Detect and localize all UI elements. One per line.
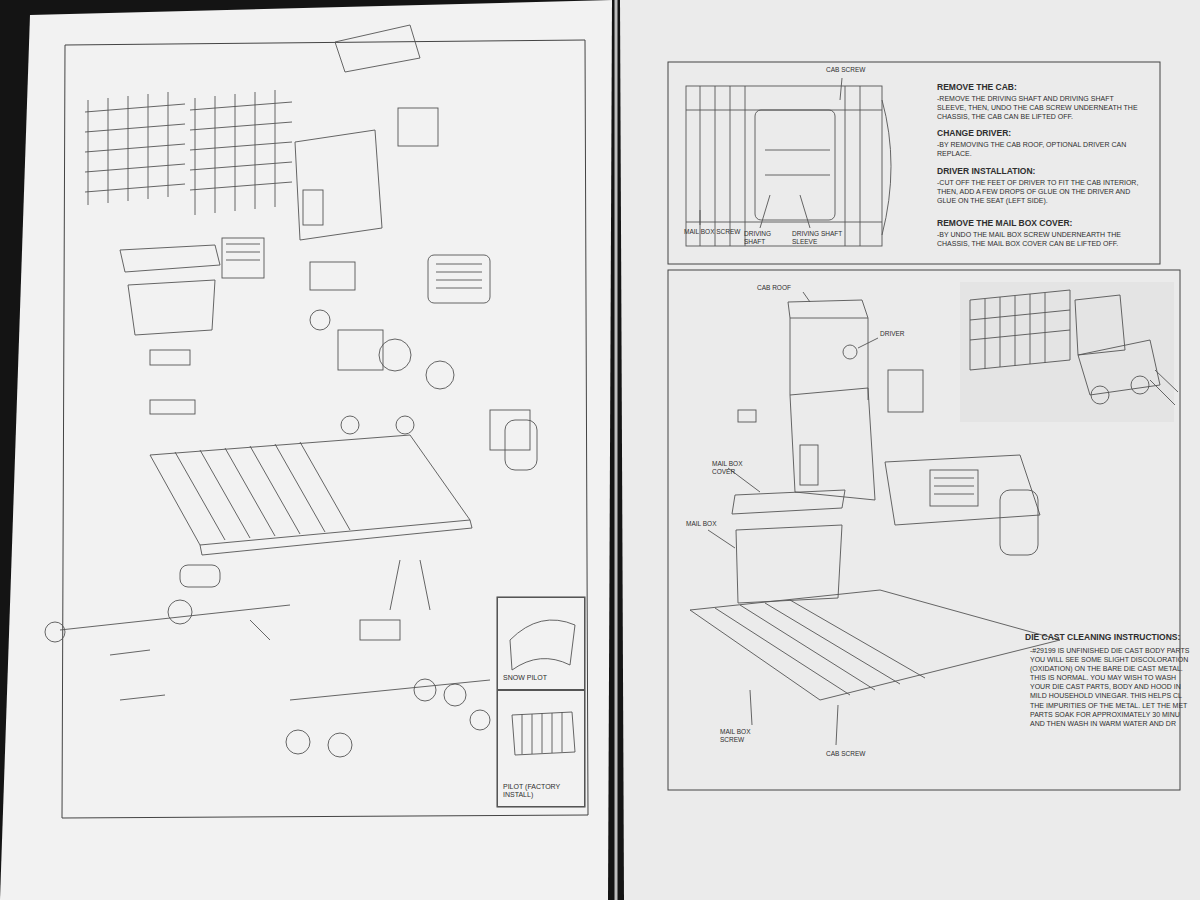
section-heading: DRIVER INSTALLATION: [937, 166, 1152, 177]
cab-door [303, 190, 323, 225]
chassis-planks [715, 600, 925, 695]
truck-stake-body [970, 290, 1070, 370]
motor [379, 339, 411, 371]
section-heading: REMOVE THE CAB: [937, 82, 1152, 93]
driver-figure [843, 345, 857, 359]
part-label: CAB SCREW [826, 66, 886, 74]
engine-cover [310, 262, 355, 290]
bracket [390, 560, 430, 610]
chassis-top [686, 86, 882, 246]
photo-panel [960, 282, 1174, 422]
wheel [470, 710, 490, 730]
motor-frame [338, 330, 383, 370]
weight [341, 416, 359, 434]
part-label: DRIVING SHAFT SLEEVE [792, 230, 848, 247]
cab-body [790, 388, 875, 500]
flywheel [426, 361, 454, 389]
truck-wheel [1091, 386, 1109, 404]
hood [428, 255, 490, 303]
part-label: MAIL BOX SCREW [684, 228, 754, 236]
truck-pilot [1150, 370, 1178, 405]
cab-door [800, 445, 818, 485]
gear-housing [490, 410, 530, 450]
part-label: CAB SCREW [826, 750, 876, 758]
pilot-grid [512, 712, 575, 755]
left-frame [62, 40, 588, 818]
radiator [505, 420, 537, 470]
chassis [150, 435, 470, 545]
truck-wheel [1131, 376, 1149, 394]
pcb [150, 350, 190, 365]
part-label: MAIL BOX [686, 520, 736, 528]
mailbox-cover [732, 490, 845, 514]
gear [310, 310, 330, 330]
part-label: DRIVING SHAFT [744, 230, 780, 247]
part-label: MAIL BOX SCREW [720, 728, 762, 745]
grill [436, 264, 482, 288]
truck-motor [180, 565, 220, 587]
wheel [45, 622, 65, 642]
snow-plow [510, 620, 575, 670]
panel-caption: PILOT (FACTORY INSTALL) [503, 783, 579, 801]
radiator [1000, 490, 1038, 555]
chassis-top-planks [686, 86, 882, 246]
top-frame [668, 62, 1160, 264]
driving-shaft [765, 100, 891, 235]
mailbox-cover [120, 245, 220, 272]
wheel [414, 679, 436, 701]
right-sheet [620, 0, 1200, 900]
cab-window [398, 108, 438, 146]
part-label: DRIVER [880, 330, 920, 338]
part-label: CAB ROOF [757, 284, 807, 292]
part-label: -BY UNDO THE MAIL BOX SCREW UNDERNEARTH … [937, 230, 1142, 248]
stake-panel [85, 92, 185, 205]
truck-hood [1078, 340, 1160, 395]
part-detail [110, 620, 270, 700]
seat-back [888, 370, 923, 412]
truck-cab [1075, 295, 1125, 355]
section-heading: REMOVE THE MAIL BOX COVER: [937, 218, 1152, 229]
chassis-planks [175, 442, 350, 540]
stake-panel [190, 90, 292, 215]
pcb [150, 400, 195, 414]
leader-line [700, 78, 842, 228]
mailbox [736, 525, 842, 603]
part-label: -CUT OFF THE FEET OF DRIVER TO FIT THE C… [937, 178, 1142, 205]
chassis [690, 590, 1060, 700]
section-heading: CHANGE DRIVER: [937, 128, 1152, 139]
panel-caption: SNOW PILOT [503, 674, 579, 683]
grill [930, 470, 978, 506]
screw [750, 690, 838, 745]
wheel [328, 733, 352, 757]
wheel [286, 730, 310, 754]
chassis-edge [200, 520, 472, 555]
part-label: -#29199 IS UNFINISHED DIE CAST BODY PART… [1030, 646, 1195, 728]
window-glass [738, 410, 756, 422]
fold-crease [615, 0, 618, 900]
leader-line [708, 292, 878, 548]
left-sheet [0, 0, 612, 900]
seat [222, 238, 264, 278]
part-label: MAIL BOX COVER [712, 460, 750, 477]
gear-box [360, 620, 400, 640]
part-label: -BY REMOVING THE CAB ROOF, OPTIONAL DRIV… [937, 140, 1142, 158]
inset-panel: PILOT (FACTORY INSTALL) [497, 690, 585, 807]
wheel [168, 600, 192, 624]
cab-body [295, 130, 382, 240]
roof-guide [790, 318, 868, 400]
wheel [444, 684, 466, 706]
weight [396, 416, 414, 434]
section-heading: DIE CAST CLEANING INSTRUCTIONS: [1025, 632, 1197, 643]
cab-roof [788, 300, 868, 318]
part-label: -REMOVE THE DRIVING SHAFT AND DRIVING SH… [937, 94, 1142, 121]
pilot-frame [497, 597, 585, 807]
grill-lines [934, 478, 974, 494]
axle [60, 605, 490, 700]
inset-panel: SNOW PILOT [497, 597, 585, 690]
seat-slats [226, 244, 260, 260]
mailbox [128, 280, 215, 335]
cab-roof [335, 25, 420, 72]
